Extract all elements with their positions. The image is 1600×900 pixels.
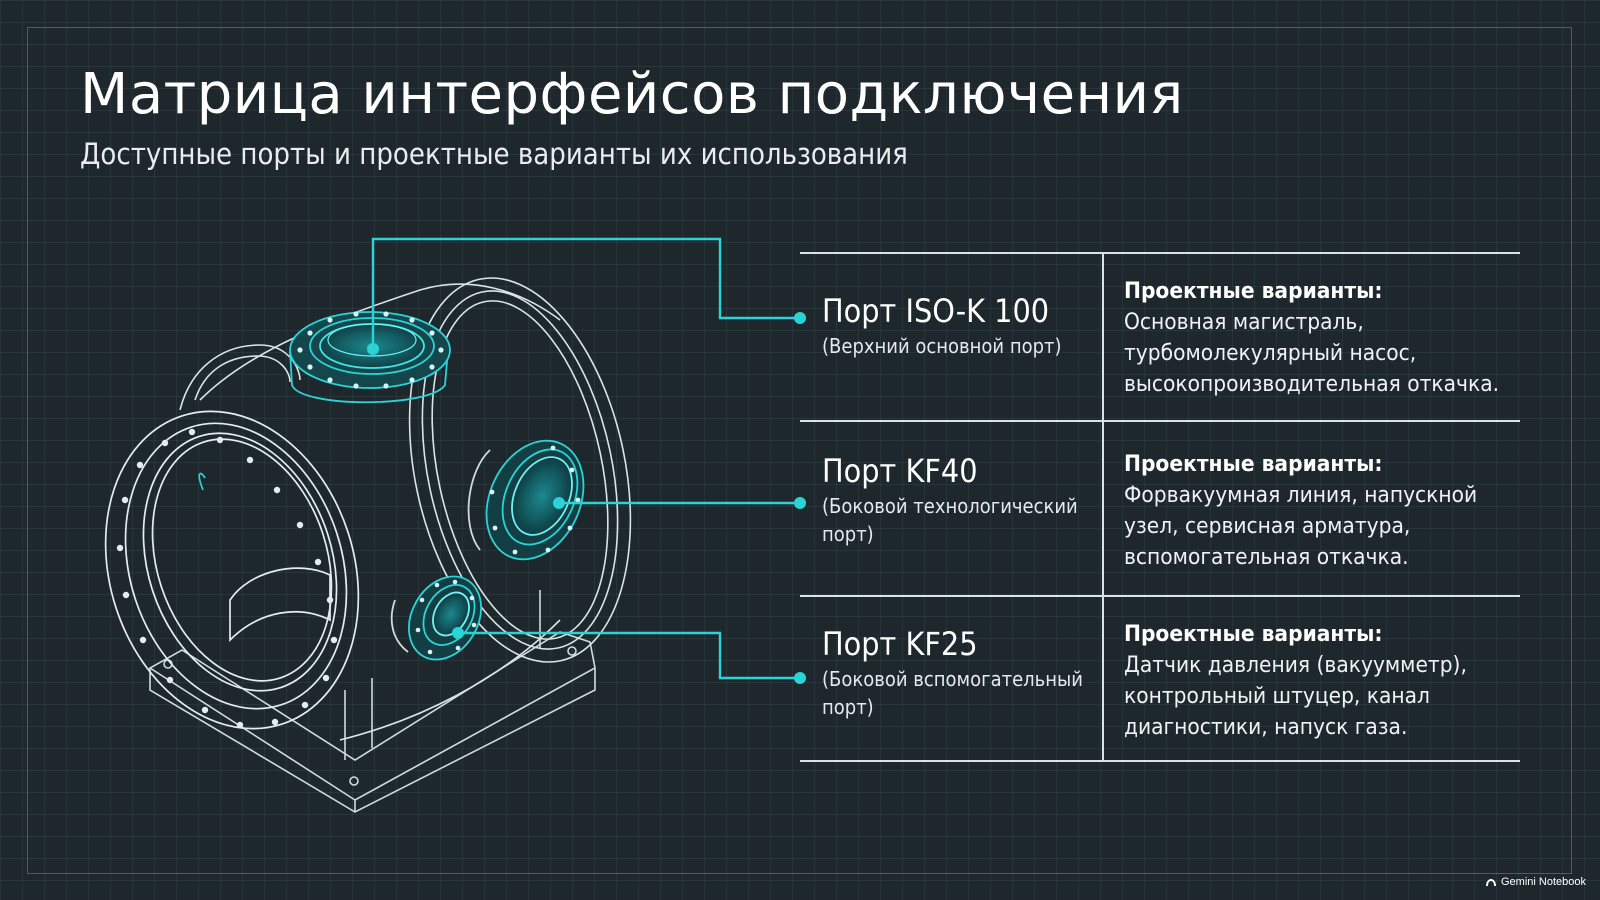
use-heading: Проектные варианты:	[1124, 451, 1383, 477]
use-text: Основная магистраль, турбомолекулярный н…	[1124, 309, 1500, 397]
table-rule-bottom	[800, 760, 1520, 762]
port-label-kf40: Порт KF40 (Боковой технологический порт)	[822, 453, 1097, 548]
use-cases-kf25: Проектные варианты: Датчик давления (вак…	[1124, 619, 1524, 743]
leader-kf25	[458, 631, 800, 680]
brand-watermark: Gemini Notebook	[1485, 876, 1586, 888]
dot-iso-k-100-port	[367, 343, 379, 355]
port-name: Порт KF40	[822, 452, 978, 490]
port-description: (Боковой технологический порт)	[822, 493, 1078, 546]
page-subtitle: Доступные порты и проектные варианты их …	[80, 137, 908, 171]
port-description: (Верхний основной порт)	[822, 333, 1062, 358]
iso-k-100-port	[289, 311, 451, 404]
use-heading: Проектные варианты:	[1124, 278, 1383, 304]
table-rule-top	[800, 252, 1520, 254]
port-name: Порт ISO-K 100	[822, 292, 1050, 330]
table-rule-1	[800, 420, 1520, 422]
dot-kf40-label	[794, 497, 806, 509]
use-text: Форвакуумная линия, напускной узел, серв…	[1124, 482, 1478, 570]
brand-label: Gemini Notebook	[1501, 876, 1586, 888]
port-name: Порт KF25	[822, 625, 978, 663]
dot-kf25-port	[452, 627, 464, 639]
kf25-port	[390, 575, 482, 661]
port-description: (Боковой вспомогательный порт)	[822, 666, 1083, 719]
leader-iso-k-100	[371, 237, 800, 349]
dot-iso-k-100-label	[794, 312, 806, 324]
use-cases-iso-k-100: Проектные варианты: Основная магистраль,…	[1124, 276, 1524, 400]
leader-dots	[367, 312, 806, 684]
use-text: Датчик давления (вакуумметр), контрольны…	[1124, 652, 1467, 740]
base-plate	[148, 590, 596, 813]
table-column-divider	[1102, 252, 1104, 762]
leader-lines	[371, 237, 800, 680]
notebook-logo-icon	[1486, 878, 1496, 886]
page-title: Матрица интерфейсов подключения	[80, 62, 1184, 127]
blueprint-frame	[27, 27, 1572, 874]
port-label-kf25: Порт KF25 (Боковой вспомогательный порт)	[822, 626, 1097, 721]
front-flange	[104, 410, 360, 730]
use-heading: Проектные варианты:	[1124, 621, 1383, 647]
port-label-iso-k-100: Порт ISO-K 100 (Верхний основной порт)	[822, 293, 1097, 360]
chamber-body	[179, 277, 632, 741]
kf40-port	[467, 439, 585, 561]
dot-kf25-label	[794, 672, 806, 684]
table-rule-2	[800, 595, 1520, 597]
dot-kf40-port	[553, 497, 565, 509]
use-cases-kf40: Проектные варианты: Форвакуумная линия, …	[1124, 449, 1524, 573]
